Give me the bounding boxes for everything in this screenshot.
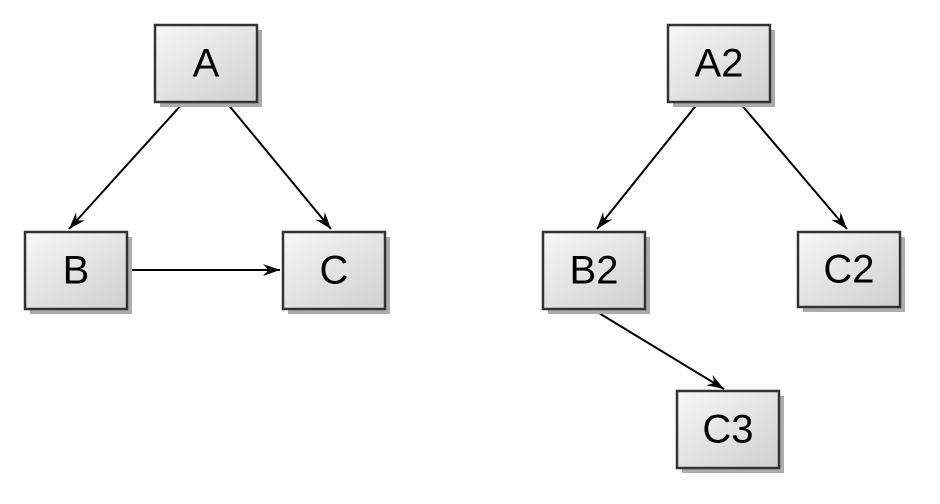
node-A2-label: A2: [695, 42, 744, 86]
node-C-box: [281, 230, 387, 311]
node-C-label: C: [320, 249, 349, 293]
left-graph: A B C: [23, 23, 390, 314]
node-B2-label: B2: [570, 249, 619, 293]
node-A-label: A: [193, 42, 220, 86]
edge-A2-C2: [739, 102, 848, 230]
node-A-box: [153, 23, 259, 104]
node-C2-label: C2: [823, 248, 874, 292]
node-C3-box: [675, 389, 781, 470]
node-B2-box: [541, 230, 647, 311]
node-B-box: [23, 230, 129, 311]
node-C2-box: [796, 230, 902, 309]
node-C3-label: C3: [702, 408, 753, 452]
node-A2-box: [666, 23, 772, 104]
node-B-label: B: [63, 249, 90, 293]
edge-A-C: [226, 102, 332, 230]
edge-A-B: [68, 102, 184, 230]
edge-B2-C3: [593, 309, 725, 390]
edge-A2-B2: [596, 102, 699, 230]
